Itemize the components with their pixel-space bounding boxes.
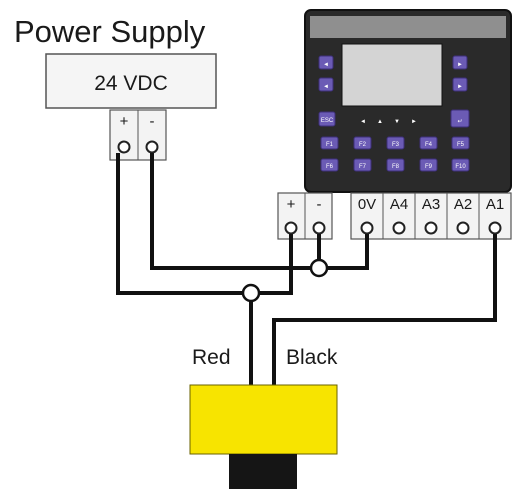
io-terminal-0v-label: 0V <box>358 196 376 213</box>
svg-text:►: ► <box>457 84 463 90</box>
svg-text:F6: F6 <box>326 164 334 170</box>
power-supply-voltage: 24 VDC <box>94 72 168 95</box>
f4-key <box>419 136 438 150</box>
enter-key <box>450 109 470 128</box>
nav-left-key-2 <box>318 77 334 92</box>
controller-power-terminal-block: + - <box>277 192 333 240</box>
svg-text:F3: F3 <box>392 142 400 148</box>
positive-junction <box>241 283 261 303</box>
f1-key <box>320 136 339 150</box>
svg-text:F9: F9 <box>425 164 433 170</box>
svg-text:F8: F8 <box>392 164 400 170</box>
ps-terminal-plus-label: + <box>120 113 129 130</box>
f2-key <box>353 136 372 150</box>
arrow-right-key: ► <box>411 119 417 125</box>
svg-text:►: ► <box>457 62 463 68</box>
nav-right-key-2 <box>452 77 468 92</box>
negative-0v-wire <box>327 234 369 270</box>
f3-key <box>386 136 405 150</box>
io-terminal-a3-screw <box>424 221 438 235</box>
ctrl-terminal-minus-screw <box>312 221 326 235</box>
nav-left-key-1 <box>318 55 334 70</box>
io-terminal-a4-label: A4 <box>390 196 408 213</box>
f9-key <box>419 158 438 172</box>
io-terminal-a4-screw <box>392 221 406 235</box>
power-supply-title: Power Supply <box>14 14 206 49</box>
svg-text:F7: F7 <box>359 164 367 170</box>
io-terminal-a2-screw <box>456 221 470 235</box>
arrow-down-key: ▼ <box>394 119 400 125</box>
f6-key <box>320 158 339 172</box>
ctrl-terminal-plus-screw <box>284 221 298 235</box>
io-terminal-0v-screw <box>360 221 374 235</box>
red-wire-label: Red <box>192 346 231 369</box>
svg-text:◄: ◄ <box>323 84 329 90</box>
black-sensor-wire <box>272 234 497 386</box>
power-supply-unit: 24 VDC + - <box>45 53 217 161</box>
esc-key <box>318 111 336 127</box>
nav-right-key-1 <box>452 55 468 70</box>
svg-text:F2: F2 <box>359 142 367 148</box>
positive-supply-wire <box>116 153 243 295</box>
io-terminal-a1-label: A1 <box>486 196 504 213</box>
ctrl-terminal-plus-label: + <box>287 196 296 213</box>
svg-text:ESC: ESC <box>321 118 334 124</box>
controller-screen <box>341 43 443 107</box>
negative-supply-wire <box>150 153 311 270</box>
black-wire-label: Black <box>286 346 338 369</box>
wiring <box>116 153 497 386</box>
ps-terminal-minus-label: - <box>150 113 155 130</box>
f8-key <box>386 158 405 172</box>
controller-unit: ◄ ◄ ► ► ESC ◄ ▲ ▼ ► ↵ F1 F2 F3 F4 F5 F6 … <box>304 9 512 193</box>
controller-top-strip <box>310 16 506 38</box>
f10-key <box>451 158 470 172</box>
svg-text:F4: F4 <box>425 142 433 148</box>
arrow-left-key: ◄ <box>360 119 366 125</box>
ctrl-terminal-minus-label: - <box>317 196 322 213</box>
sensor-cable-gland <box>229 454 297 489</box>
svg-text:F10: F10 <box>455 164 466 170</box>
controller-io-terminal-block: 0V A4 A3 A2 A1 <box>350 192 512 240</box>
arrow-up-key: ▲ <box>377 119 383 125</box>
ps-terminal-minus-screw <box>145 140 159 154</box>
svg-text:F1: F1 <box>326 142 334 148</box>
svg-text:↵: ↵ <box>457 119 462 125</box>
io-terminal-a1-screw <box>488 221 502 235</box>
f7-key <box>353 158 372 172</box>
io-terminal-a3-label: A3 <box>422 196 440 213</box>
io-terminal-a2-label: A2 <box>454 196 472 213</box>
positive-controller-wire <box>259 234 293 295</box>
negative-junction <box>309 258 329 278</box>
sensor-body <box>189 384 338 455</box>
ps-terminal-plus-screw <box>117 140 131 154</box>
svg-text:F5: F5 <box>457 142 465 148</box>
f5-key <box>451 136 470 150</box>
power-supply-box <box>45 53 217 109</box>
svg-text:◄: ◄ <box>323 62 329 68</box>
